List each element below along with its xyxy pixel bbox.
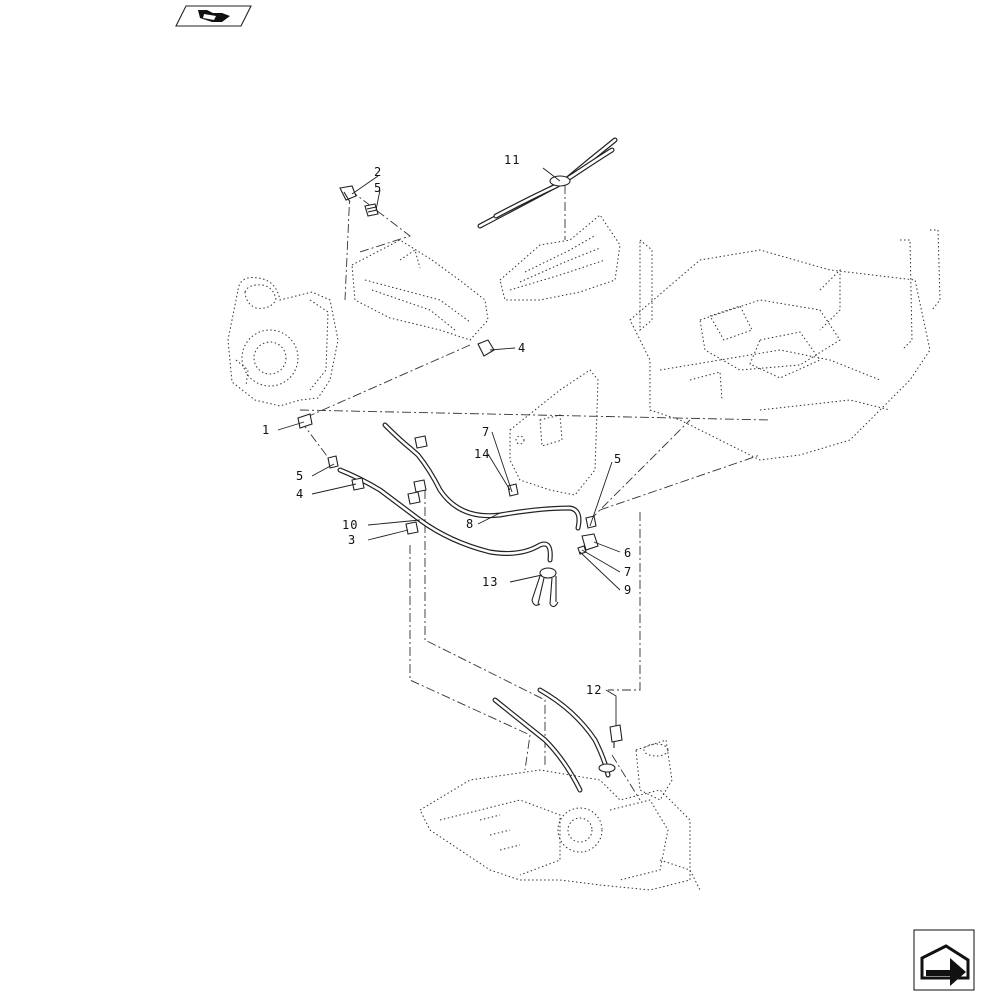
callout-6: 6 bbox=[624, 546, 632, 560]
callout-2: 2 bbox=[374, 165, 382, 179]
callout-10: 10 bbox=[342, 518, 358, 532]
leader-lines bbox=[277, 167, 621, 726]
fitting-part-12 bbox=[609, 724, 623, 748]
callout-8: 8 bbox=[466, 517, 474, 531]
next-page-arrow-icon[interactable] bbox=[913, 929, 975, 991]
mounting-bracket-upper bbox=[351, 239, 489, 341]
connector-part-13 bbox=[531, 567, 559, 608]
hose-part-8 bbox=[382, 422, 582, 531]
cover-panel bbox=[499, 214, 621, 301]
clip-part-4-top bbox=[477, 339, 495, 357]
hose-part-10 bbox=[337, 467, 553, 563]
callout-labels: 2 5 11 4 1 7 14 5 5 4 8 10 3 6 7 13 9 12 bbox=[262, 153, 632, 697]
engine-housing bbox=[227, 277, 339, 407]
callout-5-left: 5 bbox=[296, 469, 304, 483]
callout-11: 11 bbox=[504, 153, 520, 167]
fitting-part-2 bbox=[339, 185, 357, 203]
callout-5-right: 5 bbox=[614, 452, 622, 466]
callout-3: 3 bbox=[348, 533, 356, 547]
hose-clips bbox=[327, 435, 599, 555]
callout-12: 12 bbox=[586, 683, 602, 697]
lower-harness bbox=[492, 687, 616, 793]
book-arrow-icon[interactable] bbox=[175, 5, 252, 27]
callout-4-left: 4 bbox=[296, 487, 304, 501]
side-panel bbox=[509, 369, 599, 496]
clip-part-1 bbox=[297, 413, 313, 429]
cab-frame bbox=[629, 229, 941, 461]
assembly-chain-lines bbox=[299, 185, 771, 801]
callout-7-top: 7 bbox=[482, 425, 490, 439]
callout-4-top: 4 bbox=[518, 341, 526, 355]
callout-14: 14 bbox=[474, 447, 490, 461]
rear-chassis bbox=[419, 739, 701, 891]
callout-7-right: 7 bbox=[624, 565, 632, 579]
callout-1: 1 bbox=[262, 423, 270, 437]
harness-part-11 bbox=[477, 137, 618, 229]
callout-9: 9 bbox=[624, 583, 632, 597]
callout-5-top: 5 bbox=[374, 181, 382, 195]
callout-13: 13 bbox=[482, 575, 498, 589]
sleeve-part-5-top bbox=[364, 203, 379, 217]
